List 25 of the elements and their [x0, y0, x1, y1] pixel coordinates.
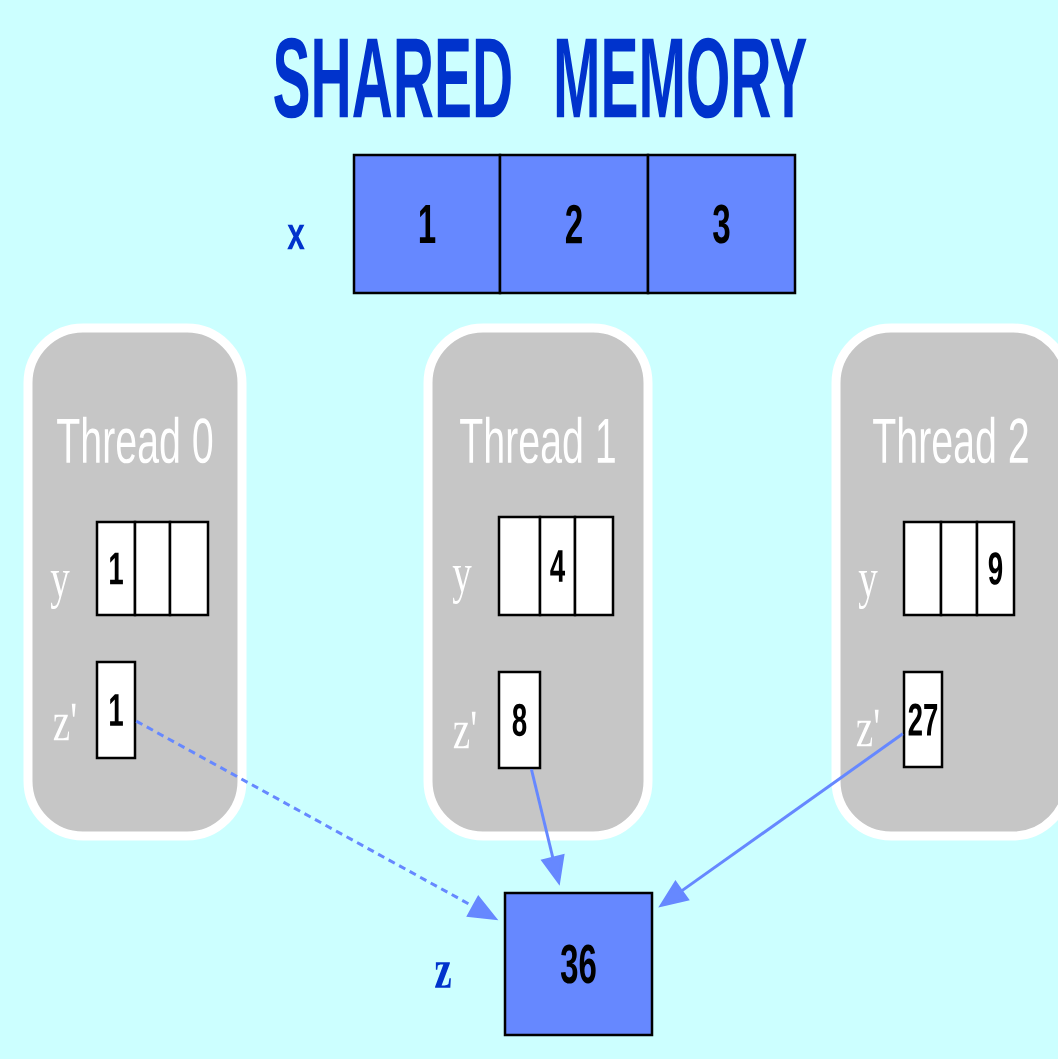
variable-label: y: [50, 571, 70, 609]
array-cell: [902, 520, 943, 617]
memory-cell: 2: [498, 153, 650, 295]
memory-cell: 3: [646, 153, 797, 295]
array-cell: [939, 520, 979, 617]
array-cell: [497, 515, 542, 617]
array-cell: 9: [975, 520, 1016, 617]
memory-cell: 36: [503, 891, 654, 1037]
array-cell: [133, 520, 172, 617]
array-cell: [168, 520, 210, 617]
array-cell: 4: [538, 515, 577, 617]
array-cell: 8: [497, 670, 542, 770]
array-cell: 1: [95, 520, 137, 617]
variable-label: y: [452, 566, 472, 604]
variable-label: z: [435, 962, 451, 988]
variable-label: z': [453, 711, 476, 749]
array-cell: 1: [95, 660, 137, 760]
array-cell: 27: [902, 670, 944, 769]
variable-label: z': [856, 709, 879, 747]
variable-label: y: [858, 571, 878, 609]
memory-cell: 1: [352, 153, 502, 295]
variable-label: x: [287, 224, 305, 250]
title: SHARED MEMORY: [274, 37, 807, 119]
array-cell: [573, 515, 615, 617]
variable-label: z': [53, 703, 76, 741]
